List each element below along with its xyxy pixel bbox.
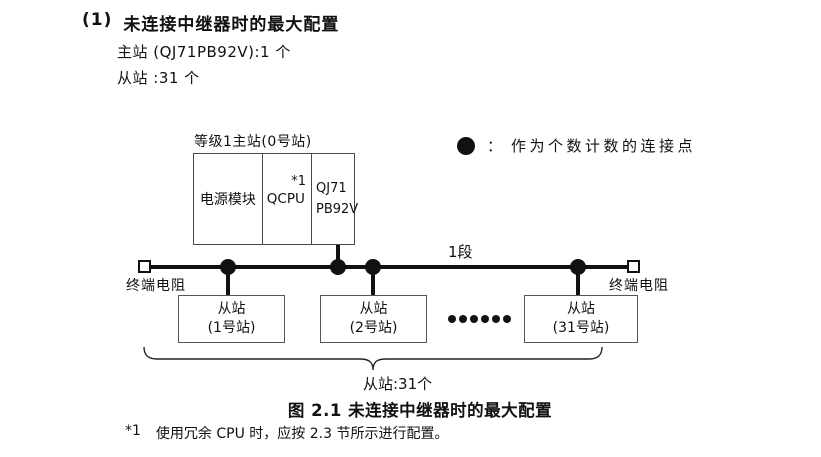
slave1-line2: (1号站): [207, 320, 256, 336]
qj71pb92v-line2: PB92V: [316, 202, 359, 217]
footnote: *1 使用冗余 CPU 时，应按 2.3 节所示进行配置。: [125, 423, 448, 443]
slave2-line1: 从站: [359, 301, 388, 317]
ellipsis-dot: [492, 315, 500, 323]
ellipsis-dot: [448, 315, 456, 323]
ellipsis-dot: [470, 315, 478, 323]
connection-dot-master: [330, 259, 346, 275]
slave-station-2-box: 从站 (2号站): [320, 295, 427, 343]
qcpu-footnote-marker: *1: [291, 174, 306, 189]
master-station-box: 电源模块 QCPU *1 QJ71 PB92V: [193, 153, 358, 245]
connection-point-icon: [457, 136, 475, 155]
spec-line-slave: 从站 :31 个: [117, 69, 200, 87]
spec-line-master: 主站 (QJ71PB92V):1 个: [117, 43, 291, 61]
legend-label: 作为个数计数的连接点: [511, 137, 697, 155]
connection-dot-slave2: [365, 259, 381, 275]
footnote-text: 使用冗余 CPU 时，应按 2.3 节所示进行配置。: [155, 426, 449, 442]
connection-dot-slave31: [570, 259, 586, 275]
legend: ： 作为个数计数的连接点: [457, 135, 696, 156]
section-title: 未连接中继器时的最大配置: [123, 15, 340, 35]
qj71pb92v-line1: QJ71: [316, 181, 347, 196]
slave-station-31-box: 从站 (31号站): [524, 295, 638, 343]
ellipsis-dot: [481, 315, 489, 323]
segment-label: 1段: [448, 243, 473, 261]
drop-line-slave31: [576, 268, 580, 295]
slave31-line1: 从站: [567, 301, 595, 317]
ellipsis-dot: [459, 315, 467, 323]
slave2-line2: (2号站): [349, 320, 398, 336]
qj71pb92v-cell: QJ71 PB92V: [312, 154, 358, 244]
power-module-cell: 电源模块: [194, 154, 263, 244]
section-number: (1): [82, 10, 113, 30]
bus-line: [151, 265, 627, 269]
slave-station-1-box: 从站 (1号站): [178, 295, 285, 343]
ellipsis-dots: [448, 315, 511, 323]
master-station-label: 等级1主站(0号站): [194, 134, 312, 150]
connection-dot-slave1: [220, 259, 236, 275]
legend-separator: ：: [487, 137, 503, 155]
terminator-right-icon: [627, 260, 640, 273]
terminator-right-label: 终端电阻: [609, 278, 669, 294]
drop-line-master: [336, 245, 340, 266]
brace: [143, 347, 603, 371]
qcpu-cell: QCPU *1: [263, 154, 312, 244]
ellipsis-dot: [503, 315, 511, 323]
drop-line-slave2: [371, 268, 375, 295]
qcpu-label: QCPU: [266, 191, 305, 207]
terminator-left-icon: [138, 260, 151, 273]
slave1-line1: 从站: [217, 301, 246, 317]
terminator-left-label: 终端电阻: [126, 278, 186, 294]
footnote-marker: *1: [125, 423, 141, 439]
brace-label: 从站:31个: [363, 375, 433, 393]
figure-caption: 图 2.1 未连接中继器时的最大配置: [287, 401, 553, 420]
slave31-line2: (31号站): [552, 320, 610, 336]
drop-line-slave1: [226, 268, 230, 295]
section-heading: (1) 未连接中继器时的最大配置: [82, 10, 339, 35]
